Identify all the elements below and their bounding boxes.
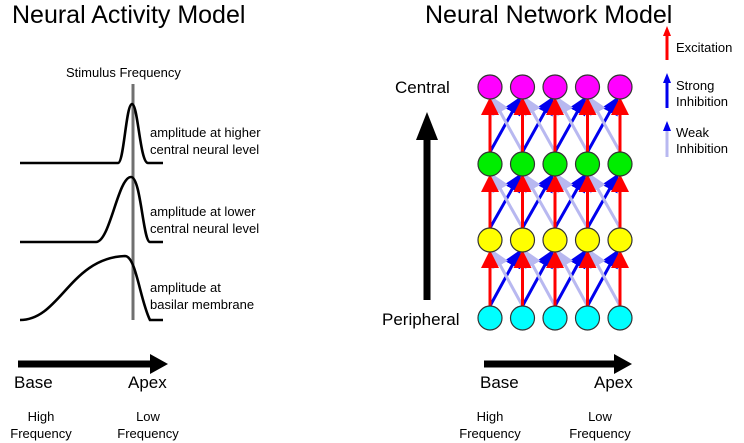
neuron-central <box>607 74 633 100</box>
strong-inhibition-edge <box>553 173 586 229</box>
left-high-frequency-label: Frequency <box>10 426 72 441</box>
left-low-frequency-label: Frequency <box>117 426 179 441</box>
weak-inhibition-edge <box>589 249 622 307</box>
strong-inhibition-edge <box>488 173 521 229</box>
weak-inhibition-edge <box>556 249 589 307</box>
weak-inhibition-edge <box>589 173 622 229</box>
neuron-central <box>574 74 601 100</box>
strong-inhibition-edge <box>586 249 619 307</box>
legend-excitation-arrowhead <box>663 26 671 36</box>
legend-weak-inhibition-arrowhead <box>663 121 671 131</box>
strong-inhibition-edge <box>586 96 619 153</box>
neuron-central <box>542 74 568 100</box>
curve-label-1b: central neural level <box>150 142 260 157</box>
legend-weak-label: Weak <box>676 125 709 140</box>
neuron-peripheral <box>574 305 601 331</box>
neuron-peripheral <box>542 305 568 331</box>
peripheral-label: Peripheral <box>382 310 460 329</box>
neuron-lower <box>477 227 503 253</box>
weak-inhibition-edge <box>556 96 589 153</box>
left-high-label: High <box>27 409 55 424</box>
right-base-label: Base <box>480 373 519 392</box>
neuron-higher <box>574 151 601 177</box>
strong-inhibition-edge <box>586 173 619 229</box>
left-arrowhead <box>150 354 168 374</box>
network-nodes <box>477 74 633 331</box>
neuron-lower <box>542 227 568 253</box>
strong-inhibition-edge <box>521 96 554 153</box>
curve-label-1a: amplitude at higher <box>150 125 261 140</box>
neuron-higher <box>607 151 633 177</box>
neuron-peripheral <box>607 305 633 331</box>
curve-label-3b: basilar membrane <box>150 297 255 312</box>
right-low-frequency-label: Frequency <box>569 426 631 441</box>
weak-inhibition-edge <box>524 249 557 307</box>
neuron-peripheral <box>509 305 536 331</box>
curve-lower-level <box>20 175 163 244</box>
neuron-central <box>477 74 503 100</box>
right-low-label: Low <box>588 409 612 424</box>
left-title: Neural Activity Model <box>12 1 246 29</box>
legend-strong-inhibition-label: Inhibition <box>676 94 729 109</box>
strong-inhibition-edge <box>553 249 586 307</box>
weak-inhibition-edge <box>491 249 524 307</box>
neuron-higher <box>477 151 503 177</box>
strong-inhibition-edge <box>521 249 554 307</box>
strong-inhibition-edge <box>488 249 521 307</box>
central-arrowhead <box>416 112 438 140</box>
curve-label-2a: amplitude at lower <box>150 204 256 219</box>
stimulus-frequency-label: Stimulus Frequency <box>66 65 181 80</box>
right-high-label: High <box>476 409 504 424</box>
legend-strong-inhibition-arrowhead <box>663 73 671 83</box>
curve-higher-level <box>20 102 163 165</box>
neuron-central <box>509 74 536 100</box>
neuron-higher <box>509 151 536 177</box>
legend-excitation-label: Excitation <box>676 40 733 55</box>
legend-weak-inhibition-label: Inhibition <box>676 141 729 156</box>
right-high-frequency-label: Frequency <box>459 426 521 441</box>
neuron-peripheral <box>477 305 503 331</box>
right-arrowhead <box>614 354 632 374</box>
strong-inhibition-edge <box>488 96 521 153</box>
weak-inhibition-edge <box>524 173 557 229</box>
neuron-lower <box>607 227 633 253</box>
curve-basilar-membrane <box>19 254 163 322</box>
legend-strong-label: Strong <box>676 78 715 93</box>
weak-inhibition-edge <box>589 96 622 153</box>
left-base-label: Base <box>14 373 53 392</box>
weak-inhibition-edge <box>491 173 524 229</box>
curve-label-3a: amplitude at <box>150 280 221 295</box>
curve-label-2b: central neural level <box>150 221 260 236</box>
neuron-lower <box>509 227 536 253</box>
weak-inhibition-edge <box>556 173 589 229</box>
weak-inhibition-edge <box>491 96 524 153</box>
weak-inhibition-edge <box>524 96 557 153</box>
left-low-label: Low <box>136 409 160 424</box>
right-apex-label: Apex <box>594 373 633 392</box>
left-apex-label: Apex <box>128 373 167 392</box>
right-title: Neural Network Model <box>425 1 673 29</box>
central-label: Central <box>395 78 450 97</box>
network-edges <box>481 96 629 307</box>
neuron-lower <box>574 227 601 253</box>
neuron-higher <box>542 151 568 177</box>
strong-inhibition-edge <box>521 173 554 229</box>
strong-inhibition-edge <box>553 96 586 153</box>
